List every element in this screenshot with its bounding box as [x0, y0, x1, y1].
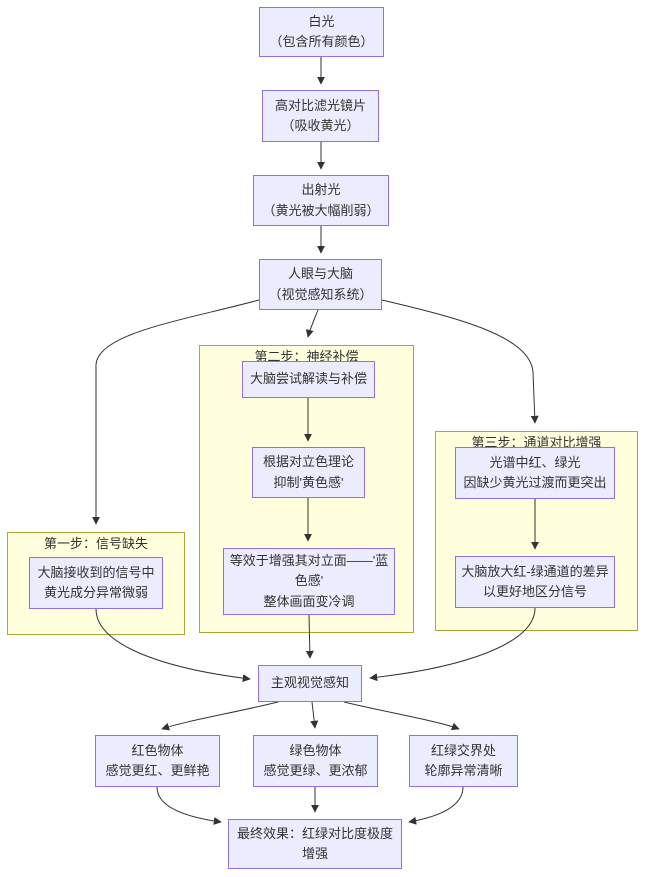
node-eye-brain: 人眼与大脑 （视觉感知系统） [259, 259, 382, 310]
node-subjective-perception: 主观视觉感知 [258, 665, 362, 702]
node-exit-light: 出射光 （黄光被大幅削弱） [253, 175, 389, 226]
node-signal-weak: 大脑接收到的信号中 黄光成分异常微弱 [29, 557, 163, 609]
edge-eyebrain-to-step3 [381, 299, 539, 424]
node-white-light: 白光 （包含所有颜色） [259, 7, 384, 57]
node-final-effect: 最终效果：红绿对比度极度 增强 [228, 819, 402, 869]
edge-perception-to-green [310, 701, 319, 729]
edge-red-to-final [156, 786, 222, 825]
node-brain-interpret: 大脑尝试解读与补偿 [242, 361, 375, 398]
edge-perception-to-boundary [343, 701, 460, 731]
cluster-step1-title: 第一步：信号缺失 [43, 536, 148, 551]
node-opponent-theory: 根据对立色理论 抑制'黄色感' [252, 447, 365, 498]
edge-blue-to-perception [305, 614, 314, 659]
node-amplify-channel: 大脑放大红-绿通道的差异 以更好地区分信号 [455, 556, 615, 608]
edge-boundary-to-final [408, 786, 464, 825]
edge-signalweak-to-perception [95, 608, 251, 683]
node-red-objects: 红色物体 感觉更红、更鲜艳 [95, 735, 220, 787]
node-red-green-prominent: 光谱中红、绿光 因缺少黄光过渡而更突出 [455, 447, 615, 499]
edge-perception-to-red [161, 701, 279, 731]
node-boundary-clear: 红绿交界处 轮廓异常清晰 [409, 735, 518, 787]
edge-eyebrain-to-step1 [92, 299, 260, 525]
edge-eyebrain-to-step2 [305, 309, 319, 338]
cluster-step2-title: 第二步：神经补偿 [254, 349, 359, 364]
cluster-step3-title: 第三步：通道对比增强 [471, 435, 602, 450]
node-green-objects: 绿色物体 感觉更绿、更浓郁 [253, 735, 378, 787]
node-enhance-blue: 等效于增强其对立面——'蓝 色感' 整体画面变冷调 [223, 548, 395, 615]
edge-amplify-to-perception [369, 607, 536, 682]
node-filter-lens: 高对比滤光镜片 （吸收黄光） [262, 90, 379, 142]
